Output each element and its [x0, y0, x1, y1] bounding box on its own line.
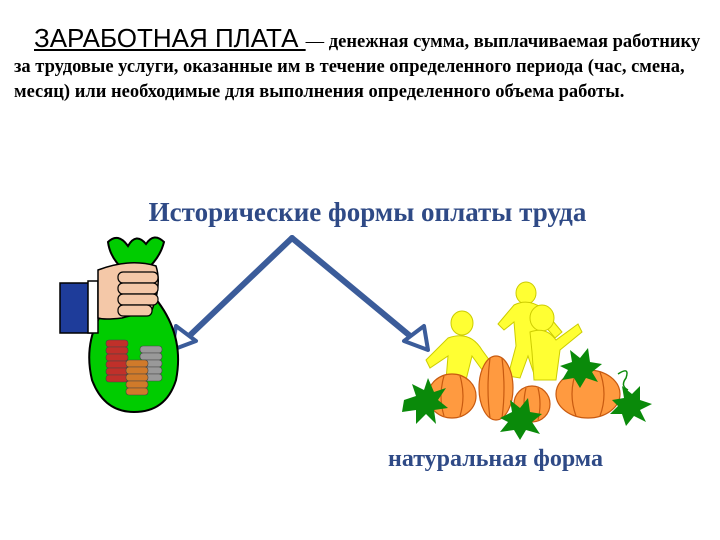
money-bag-icon — [59, 236, 180, 414]
arrow-right-icon — [289, 235, 418, 343]
definition-dash: — — [305, 32, 325, 52]
definition-paragraph: ЗАРАБОТНАЯ ПЛАТА — денежная сумма, выпла… — [14, 23, 714, 105]
harvest-icon — [402, 281, 652, 440]
branch-arrows — [170, 235, 430, 352]
arrow-left-icon — [182, 235, 295, 343]
caption-natural-form: натуральная форма — [388, 446, 603, 472]
definition-term: ЗАРАБОТНАЯ ПЛАТА — [34, 23, 306, 53]
definition-text: денежная сумма, выплачиваемая работнику … — [14, 32, 701, 102]
section-subtitle: Исторические формы оплаты труда — [148, 197, 587, 227]
